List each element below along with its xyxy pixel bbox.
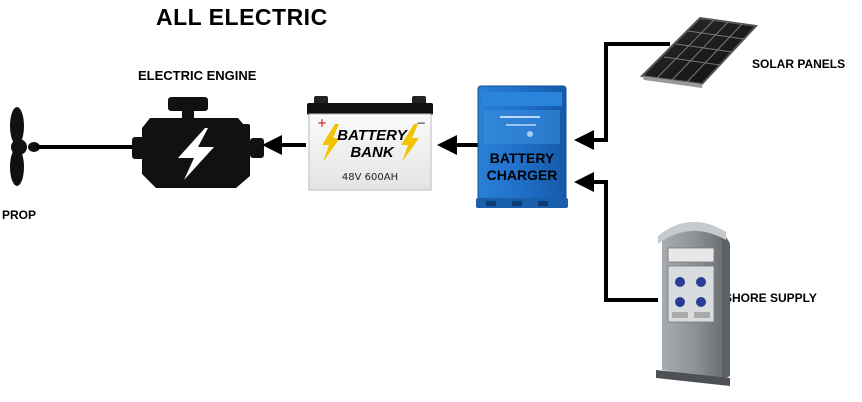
battery-line2: BANK [350,144,394,161]
prop-label: PROP [2,208,37,222]
diagram-title: ALL ELECTRIC [156,4,328,30]
battery-minus: − [416,116,426,130]
lightning-bolt-icon [401,124,419,162]
solar-panel-icon [639,16,759,88]
charger-icon: BATTERY CHARGER [476,85,568,208]
engine-icon [132,97,264,188]
solar-panels-label: SOLAR PANELS [752,57,846,71]
arrow-charger-to-battery [437,135,478,155]
engine-label: ELECTRIC ENGINE [138,68,257,83]
battery-plus: + [317,116,327,130]
charger-line2: CHARGER [487,167,558,183]
battery-line1: BATTERY [337,127,408,144]
battery-spec: 48V 600AH [342,172,398,183]
arrow-battery-to-engine [262,135,306,155]
battery-icon: + − BATTERY BANK 48V 600AH [307,96,433,191]
shore-pedestal-icon [656,221,730,386]
shore-supply-label: SHORE SUPPLY [724,291,817,305]
charger-line1: BATTERY [490,150,555,166]
prop-shaft [36,145,136,149]
lightning-bolt-icon [322,124,340,162]
lightning-bolt-icon [178,128,214,180]
arrow-solar-to-charger [574,42,670,150]
propeller-icon [10,107,40,186]
arrow-shore-to-charger [574,172,658,302]
